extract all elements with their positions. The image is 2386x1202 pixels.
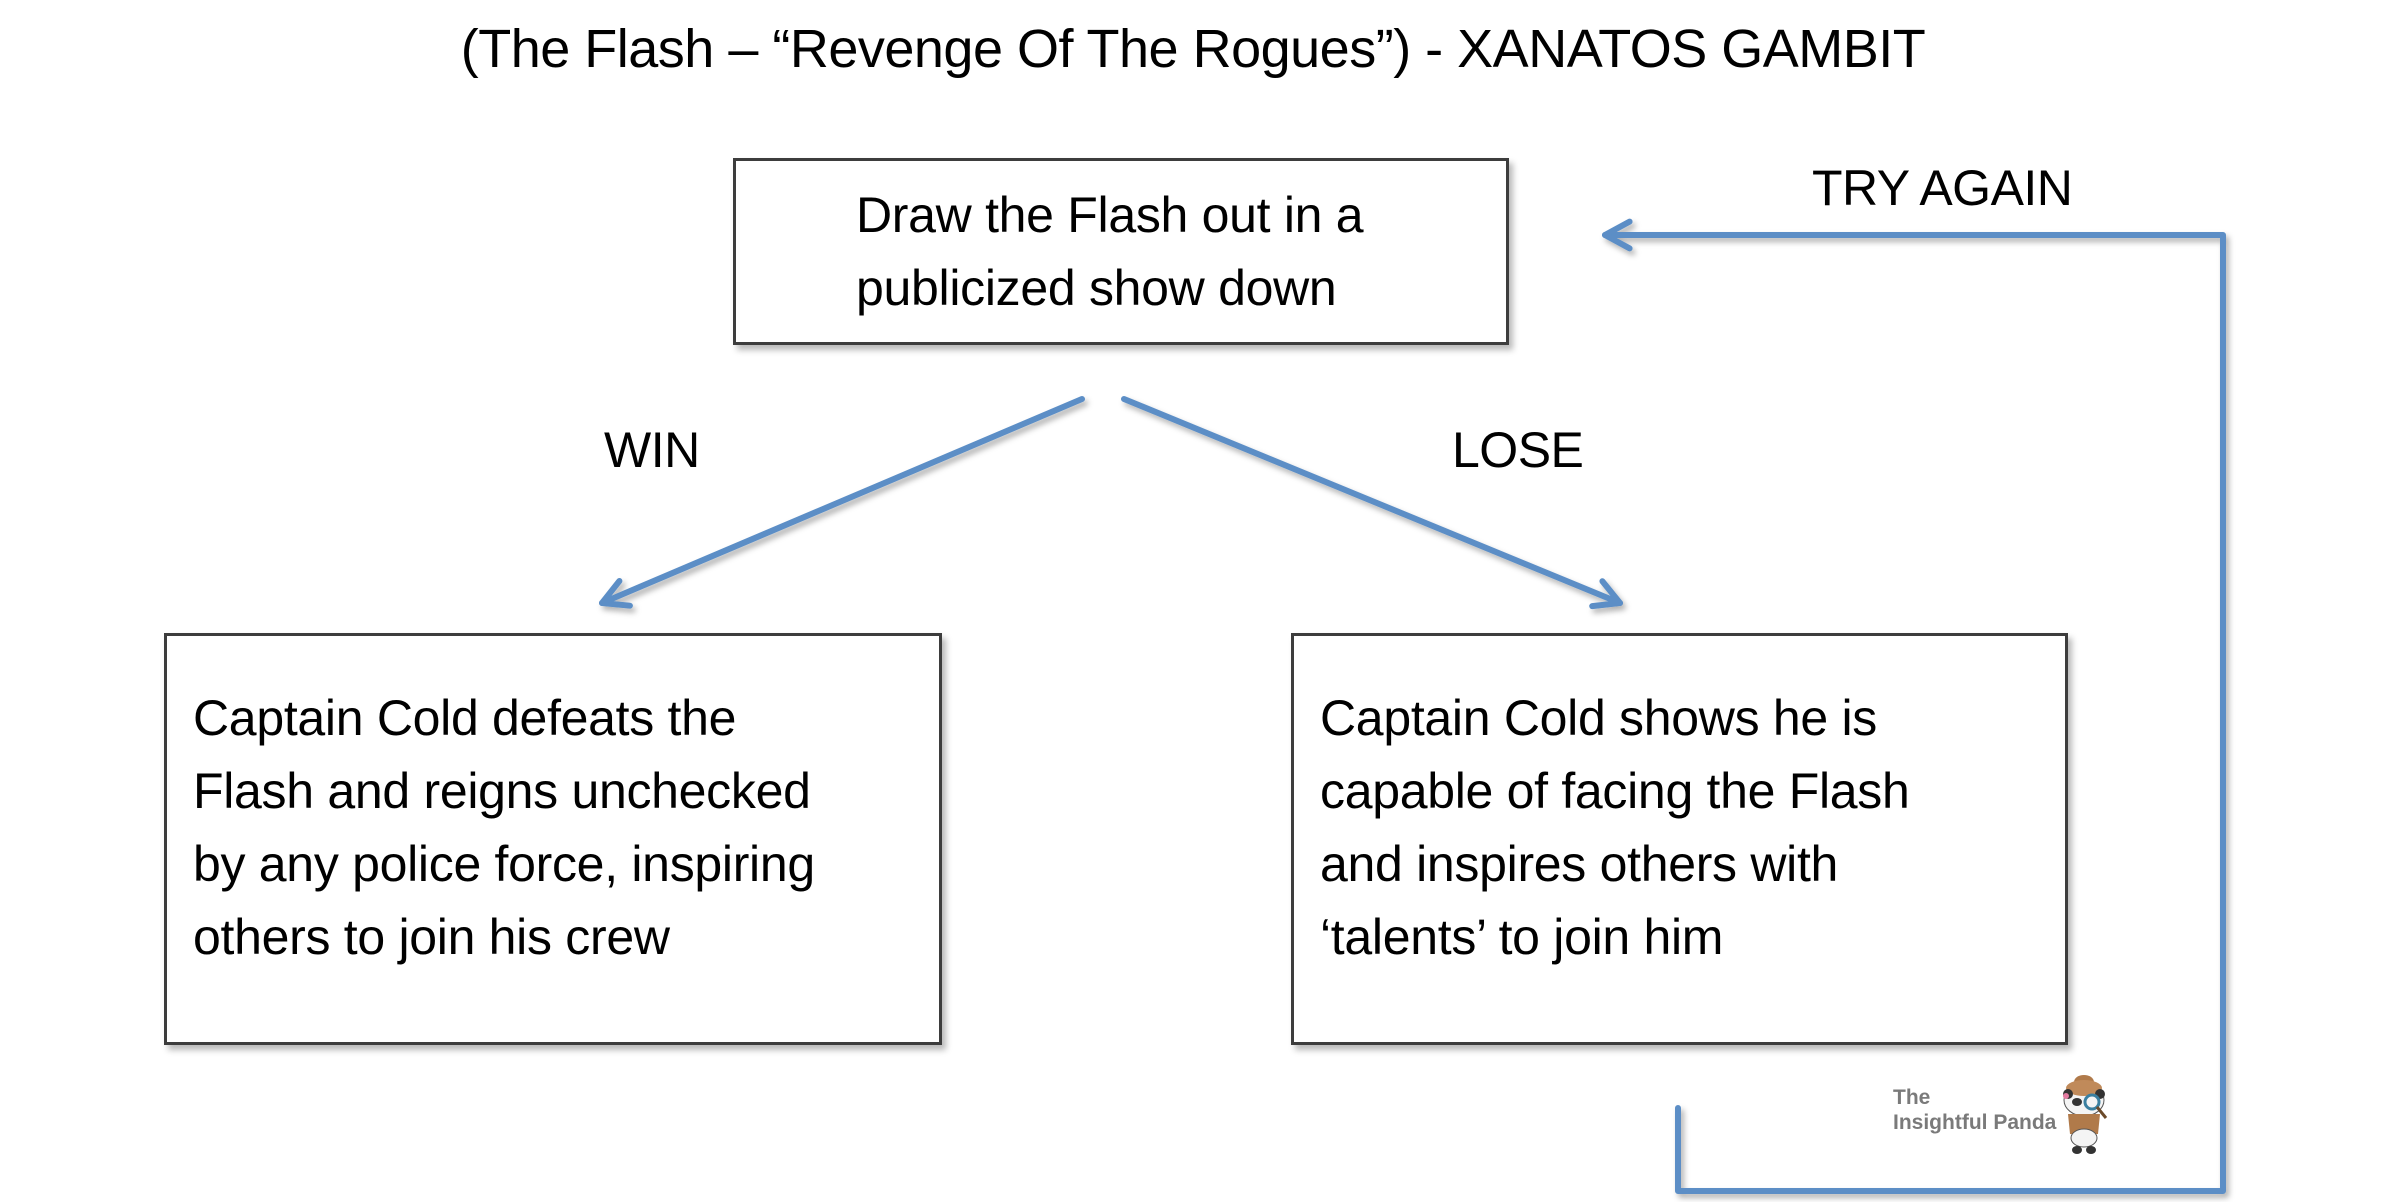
win-arrow-line xyxy=(599,396,1085,606)
text-line: Captain Cold shows he is xyxy=(1320,690,1877,746)
node-start: Draw the Flash out in a publicized show … xyxy=(733,158,1509,345)
edge-label-win: WIN xyxy=(604,422,700,478)
node-win-outcome: Captain Cold defeats the Flash and reign… xyxy=(164,633,942,1045)
text-line: ‘talents’ to join him xyxy=(1320,909,1724,965)
text-line: Flash and reigns unchecked xyxy=(193,763,811,819)
diagram-title: (The Flash – “Revenge Of The Rogues”) - … xyxy=(460,19,1926,79)
text-line: capable of facing the Flash xyxy=(1320,763,1910,819)
watermark-line-1: The xyxy=(1893,1086,1931,1109)
text-line: and inspires others with xyxy=(1320,836,1839,892)
text-line: Draw the Flash out in a xyxy=(856,187,1364,243)
text-line: publicized show down xyxy=(856,260,1337,316)
node-win-text: Captain Cold defeats the Flash and reign… xyxy=(193,682,815,974)
node-lose-outcome: Captain Cold shows he is capable of faci… xyxy=(1291,633,2068,1045)
edge-label-lose: LOSE xyxy=(1452,422,1584,478)
watermark-line-2: Insightful Panda xyxy=(1893,1111,2057,1134)
node-start-text: Draw the Flash out in a publicized show … xyxy=(856,179,1364,325)
lose-arrow-line xyxy=(1121,396,1623,606)
edge-label-try-again: TRY AGAIN xyxy=(1812,160,2073,216)
watermark: The Insightful Panda xyxy=(1893,1085,2056,1135)
try-again-arrowhead xyxy=(1602,218,1633,252)
text-line: others to join his crew xyxy=(193,909,670,965)
node-lose-text: Captain Cold shows he is capable of faci… xyxy=(1320,682,1910,974)
text-line: Captain Cold defeats the xyxy=(193,690,737,746)
panda-detective-icon xyxy=(2063,1075,2108,1154)
win-arrowhead xyxy=(599,578,633,609)
try-again-loop-line xyxy=(1602,232,2226,1194)
lose-arrowhead xyxy=(1589,578,1623,610)
text-line: by any police force, inspiring xyxy=(193,836,815,892)
